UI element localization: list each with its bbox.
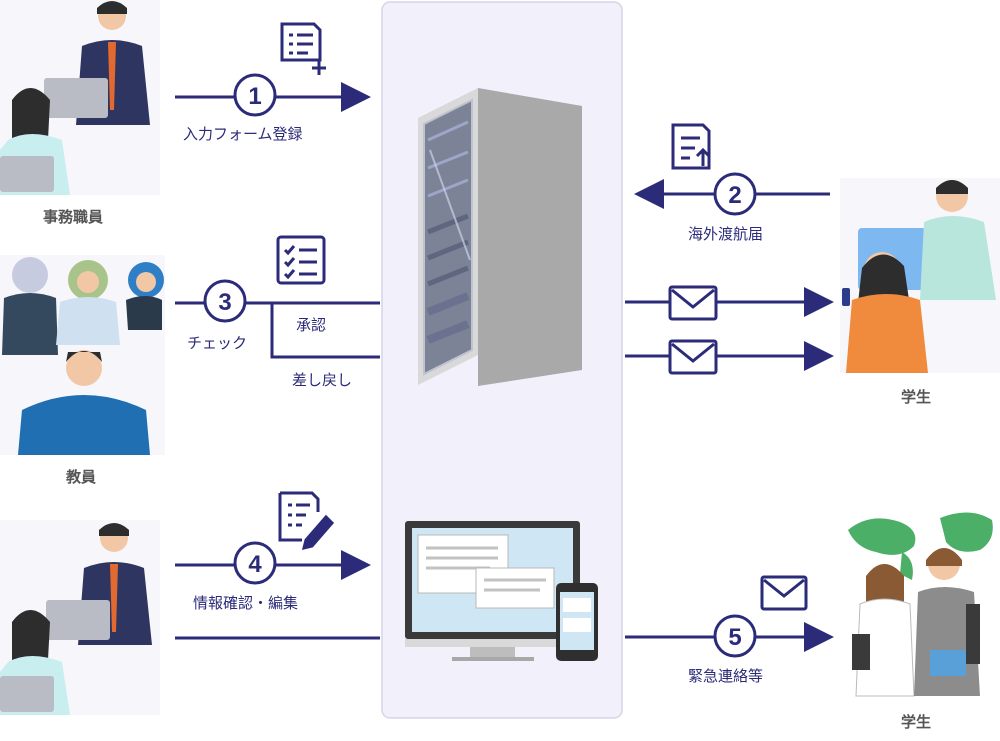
mail-icon xyxy=(668,285,718,321)
world-map-icon xyxy=(848,512,993,580)
branch-return-label: 差し戻し xyxy=(292,371,353,389)
line-step-3-return xyxy=(270,303,380,359)
step-4-label: 情報確認・編集 xyxy=(193,594,299,612)
staff-illustration xyxy=(0,520,160,715)
student-illustration xyxy=(840,505,1000,705)
role-student-bottom: 学生 xyxy=(901,713,932,731)
step-5-label: 緊急連絡等 xyxy=(688,667,764,685)
staff-illustration xyxy=(0,0,160,195)
role-teachers: 教員 xyxy=(66,468,97,486)
step-4-number: 4 xyxy=(248,551,262,578)
step-1-badge: 1 xyxy=(233,73,277,117)
step-3-label: チェック xyxy=(187,334,248,352)
smartphone-icon xyxy=(556,583,598,661)
branch-approve-label: 承認 xyxy=(296,316,327,334)
teachers-illustration xyxy=(0,255,165,455)
mail-icon xyxy=(668,339,718,375)
desktop-monitor-icon xyxy=(405,521,580,661)
server-rack-icon xyxy=(418,88,582,386)
role-student-top: 学生 xyxy=(901,388,932,406)
step-4-badge: 4 xyxy=(233,541,277,585)
form-edit-icon xyxy=(278,491,335,551)
mail-icon xyxy=(760,575,808,611)
step-5-number: 5 xyxy=(728,624,741,651)
step-1-label: 入力フォーム登録 xyxy=(183,125,303,143)
step-1-number: 1 xyxy=(248,83,261,110)
step-3-number: 3 xyxy=(218,289,231,316)
step-3-badge: 3 xyxy=(203,279,247,323)
step-2-badge: 2 xyxy=(713,172,757,216)
student-illustration xyxy=(840,178,1000,373)
form-upload-icon xyxy=(671,123,711,170)
checklist-icon xyxy=(276,235,326,285)
step-5-badge: 5 xyxy=(713,614,757,658)
step-2-number: 2 xyxy=(728,182,741,209)
form-add-icon xyxy=(280,22,326,75)
step-2-label: 海外渡航届 xyxy=(688,225,764,243)
role-staff: 事務職員 xyxy=(43,208,104,226)
